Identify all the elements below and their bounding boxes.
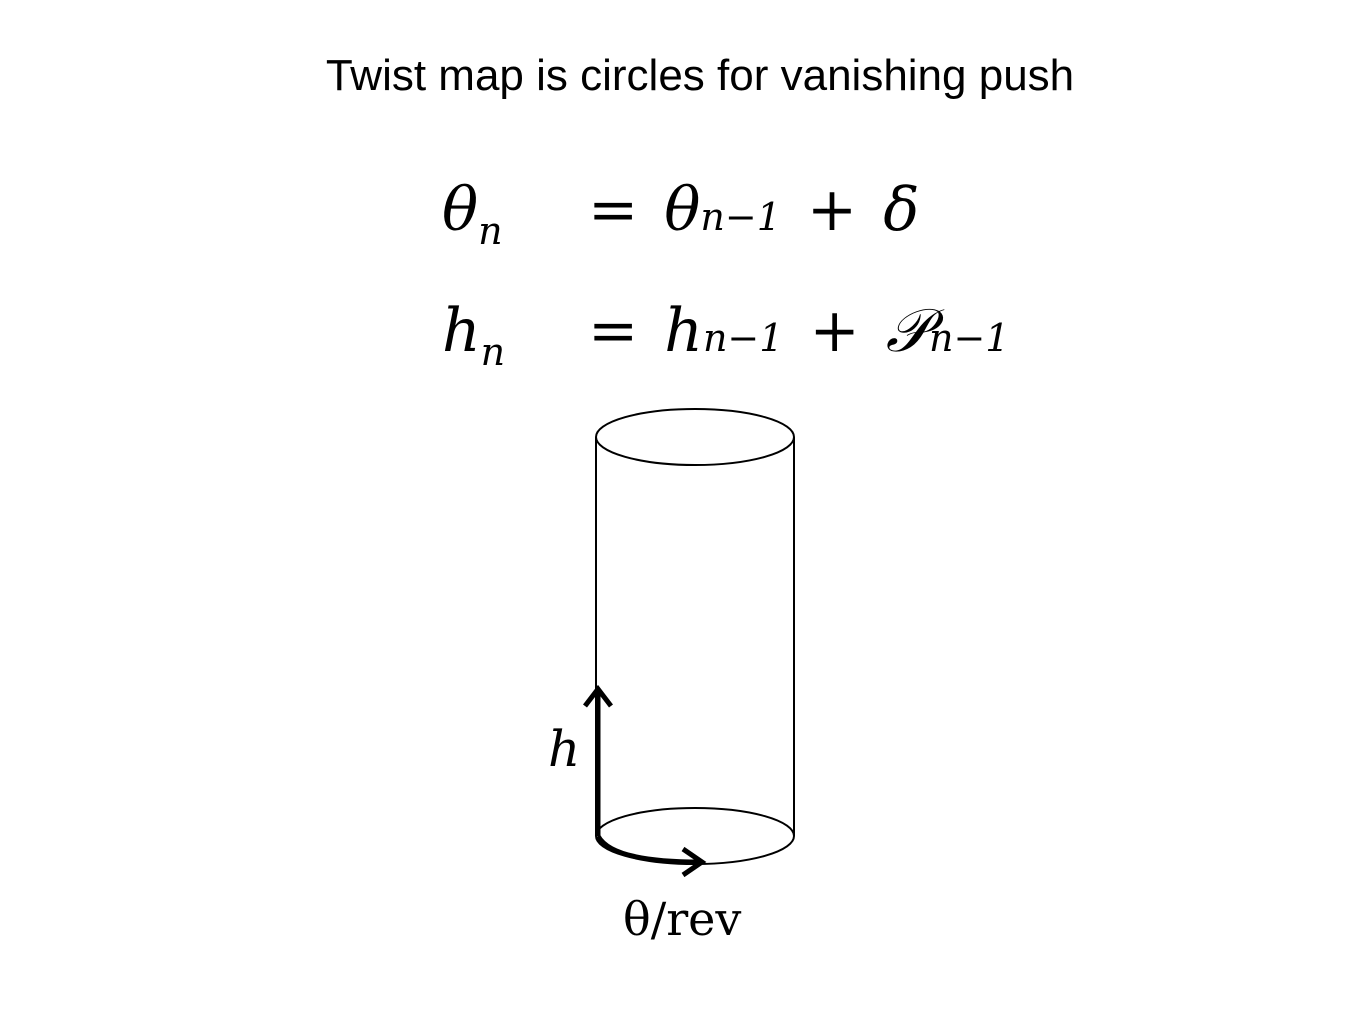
cylinder-top-ellipse <box>595 408 795 466</box>
angle-axis-arrowhead <box>681 846 707 878</box>
theta-rhs-subscript: n−1 <box>700 195 781 239</box>
h-equals-sign: = <box>588 296 639 366</box>
h-rhs-subscript: n−1 <box>702 316 784 360</box>
slide-title: Twist map is circles for vanishing push <box>325 51 1075 100</box>
theta-lhs: θn <box>442 160 562 281</box>
h-lhs: hn <box>442 281 562 402</box>
height-axis-label: h <box>548 720 580 778</box>
h-rhs-symbol: h <box>664 296 703 366</box>
angle-axis-label: θ/rev <box>623 892 741 946</box>
push-symbol: 𝒫 <box>885 296 929 366</box>
theta-rhs-symbol: θ <box>664 175 701 245</box>
push-subscript: n−1 <box>928 316 1010 360</box>
h-lhs-symbol: h <box>442 296 481 366</box>
height-axis-arrowhead <box>583 684 613 708</box>
delta-symbol: δ <box>883 175 920 245</box>
theta-lhs-symbol: θ <box>442 175 479 245</box>
theta-lhs-subscript: n <box>478 209 503 253</box>
h-lhs-subscript: n <box>480 330 506 374</box>
theta-plus-sign: + <box>806 175 858 245</box>
h-plus-sign: + <box>809 296 860 366</box>
theta-equals-sign: = <box>588 175 639 245</box>
angle-axis-arrow-shaft <box>595 834 701 865</box>
